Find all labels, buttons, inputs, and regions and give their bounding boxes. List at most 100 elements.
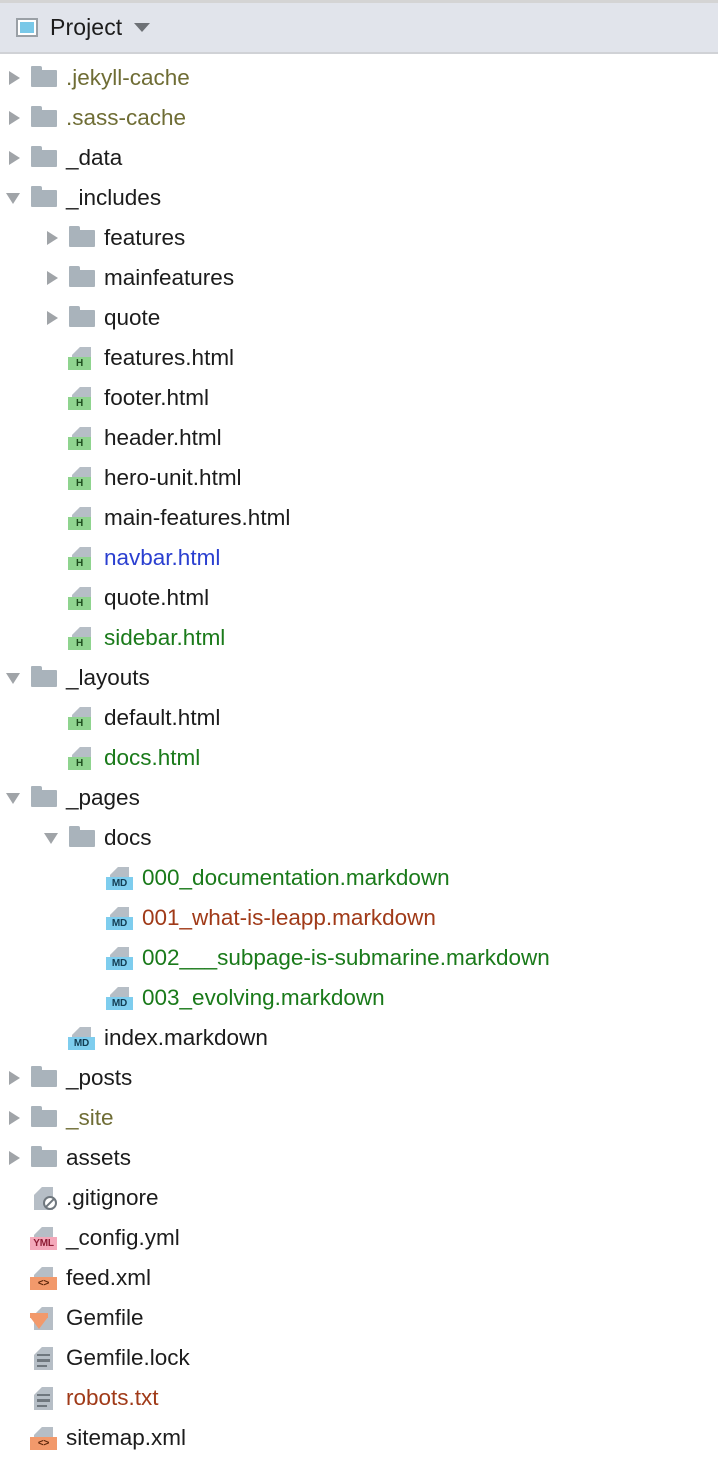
tree-row[interactable]: MD index.markdown xyxy=(0,1018,718,1058)
tree-item-label: _posts xyxy=(66,1065,133,1090)
folder-icon xyxy=(30,185,58,211)
file-type-badge: MD xyxy=(106,957,133,970)
html-file-icon: H xyxy=(68,345,96,371)
xml-file-icon: <> xyxy=(30,1425,58,1451)
text-file-icon xyxy=(30,1385,58,1411)
tree-row[interactable]: <>feed.xml xyxy=(0,1258,718,1298)
collapse-arrow-icon[interactable] xyxy=(6,190,22,206)
file-type-badge: <> xyxy=(30,1277,57,1290)
file-type-badge: H xyxy=(68,637,91,650)
tree-item-label: _pages xyxy=(66,785,140,810)
tree-row[interactable]: <>sitemap.xml xyxy=(0,1418,718,1458)
tree-spacer xyxy=(44,350,60,366)
expand-arrow-icon[interactable] xyxy=(6,1070,22,1086)
expand-arrow-icon[interactable] xyxy=(44,270,60,286)
tree-item-label: navbar.html xyxy=(104,545,221,570)
tree-item-label: .sass-cache xyxy=(66,105,187,130)
tree-row[interactable]: quote xyxy=(0,298,718,338)
collapse-arrow-icon[interactable] xyxy=(6,670,22,686)
tree-row[interactable]: MD 000_documentation.markdown xyxy=(0,858,718,898)
expand-arrow-icon[interactable] xyxy=(6,70,22,86)
tree-row[interactable]: assets xyxy=(0,1138,718,1178)
markdown-file-icon: MD xyxy=(106,985,134,1011)
folder-icon xyxy=(68,305,96,331)
yml-file-icon: YML xyxy=(30,1225,58,1251)
tree-row[interactable]: .sass-cache xyxy=(0,98,718,138)
tree-item-label: features.html xyxy=(104,345,235,370)
tree-item-label: quote.html xyxy=(104,585,210,610)
folder-icon xyxy=(30,65,58,91)
html-file-icon: H xyxy=(68,585,96,611)
expand-arrow-icon[interactable] xyxy=(44,310,60,326)
expand-arrow-icon[interactable] xyxy=(6,1150,22,1166)
markdown-file-icon: MD xyxy=(106,865,134,891)
tree-item-label: .jekyll-cache xyxy=(66,65,190,90)
chevron-down-icon[interactable] xyxy=(134,23,151,32)
expand-arrow-icon[interactable] xyxy=(6,150,22,166)
tree-row[interactable]: Gemfile.lock xyxy=(0,1338,718,1378)
tree-row[interactable]: _data xyxy=(0,138,718,178)
file-type-badge: H xyxy=(68,357,91,370)
collapse-arrow-icon[interactable] xyxy=(44,830,60,846)
tree-item-label: mainfeatures xyxy=(104,265,235,290)
tree-row[interactable]: docs xyxy=(0,818,718,858)
file-type-badge: MD xyxy=(106,917,133,930)
html-file-icon: H xyxy=(68,705,96,731)
folder-icon xyxy=(30,1065,58,1091)
markdown-file-icon: MD xyxy=(106,905,134,931)
tree-spacer xyxy=(6,1270,22,1286)
tree-item-label: docs.html xyxy=(104,745,201,770)
tree-row[interactable]: _pages xyxy=(0,778,718,818)
tree-spacer xyxy=(6,1430,22,1446)
tree-row[interactable]: Gemfile xyxy=(0,1298,718,1338)
markdown-file-icon: MD xyxy=(68,1025,96,1051)
file-type-badge: YML xyxy=(30,1237,57,1250)
collapse-arrow-icon[interactable] xyxy=(6,790,22,806)
expand-arrow-icon[interactable] xyxy=(6,1110,22,1126)
tree-row[interactable]: _layouts xyxy=(0,658,718,698)
project-toolwindow-header: Project xyxy=(0,0,718,54)
expand-arrow-icon[interactable] xyxy=(6,110,22,126)
tree-row[interactable]: mainfeatures xyxy=(0,258,718,298)
tree-item-label: Gemfile.lock xyxy=(66,1345,190,1370)
tree-spacer xyxy=(44,710,60,726)
expand-arrow-icon[interactable] xyxy=(44,230,60,246)
file-type-badge: H xyxy=(68,717,91,730)
tree-row[interactable]: _site xyxy=(0,1098,718,1138)
tree-item-label: 000_documentation.markdown xyxy=(142,865,450,890)
tree-spacer xyxy=(44,630,60,646)
file-type-badge: H xyxy=(68,397,91,410)
file-type-badge: H xyxy=(68,757,91,770)
tree-row[interactable]: .gitignore xyxy=(0,1178,718,1218)
file-type-badge: H xyxy=(68,477,91,490)
tree-row[interactable]: YML_config.yml xyxy=(0,1218,718,1258)
tree-row[interactable]: robots.txt xyxy=(0,1378,718,1418)
tree-spacer xyxy=(82,910,98,926)
tree-item-label: hero-unit.html xyxy=(104,465,242,490)
tree-row[interactable]: _includes xyxy=(0,178,718,218)
folder-icon xyxy=(30,105,58,131)
tree-spacer xyxy=(6,1350,22,1366)
tree-item-label: quote xyxy=(104,305,161,330)
tree-row[interactable]: _posts xyxy=(0,1058,718,1098)
html-file-icon: H xyxy=(68,545,96,571)
tree-row[interactable]: features xyxy=(0,218,718,258)
tree-row[interactable]: .jekyll-cache xyxy=(0,58,718,98)
gitignore-file-icon xyxy=(30,1185,58,1211)
tree-item-label: index.markdown xyxy=(104,1025,268,1050)
tree-spacer xyxy=(44,430,60,446)
